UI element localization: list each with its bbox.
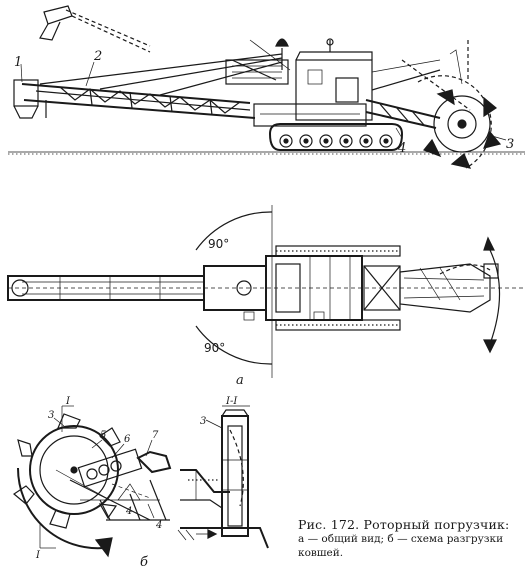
callout-4: 4 (397, 141, 406, 156)
callout-b-6: 6 (124, 434, 131, 445)
section-title: I-I (225, 396, 238, 407)
callout-b-3: 3 (48, 410, 54, 421)
view-b-label: б (140, 555, 148, 570)
upper-chute (39, 5, 151, 53)
callout-3: 3 (506, 137, 514, 152)
discharge-scheme-view: 3 5 6 7 4 4 I I б (12, 396, 172, 570)
callout-1: 1 (14, 55, 22, 70)
callout-b-4b: 4 (155, 520, 162, 531)
rotation-arc-right (487, 245, 501, 345)
side-elevation-view: 1 2 (8, 5, 525, 169)
callout-b-4a: 4 (125, 506, 132, 517)
rotor-boom (365, 59, 471, 129)
angle-bottom-label: 90° (204, 341, 225, 355)
section-callout-3: 3 (200, 416, 206, 427)
boom-stays (39, 38, 291, 96)
section-mark-top: I (65, 396, 71, 407)
caption-body: а — общий вид; б — схема разгрузки ковше… (298, 533, 504, 559)
section-mark-bottom: I (35, 550, 41, 561)
angle-top-label: 90° (208, 237, 229, 251)
callout-b-5: 5 (100, 430, 106, 441)
caption-title: Рис. 172. Роторный погрузчик: (298, 517, 510, 532)
wheel-rotation-arc (16, 467, 105, 550)
bucket-wheel-side (417, 40, 502, 169)
figure-caption: Рис. 172. Роторный погрузчик: а — общий … (298, 518, 524, 560)
section-i-i-view: I-I 3 (177, 396, 269, 549)
buckets (12, 413, 121, 529)
callout-2: 2 (93, 49, 102, 64)
discharge-boom (13, 79, 256, 119)
machinery-house (225, 38, 373, 127)
crawler-track (268, 123, 404, 151)
slew-arc-bottom (195, 325, 273, 365)
view-a-label: a (236, 373, 244, 388)
plan-view: 90° 90° (7, 205, 525, 388)
slew-arc-top (195, 211, 273, 251)
callout-b-7: 7 (152, 430, 159, 441)
